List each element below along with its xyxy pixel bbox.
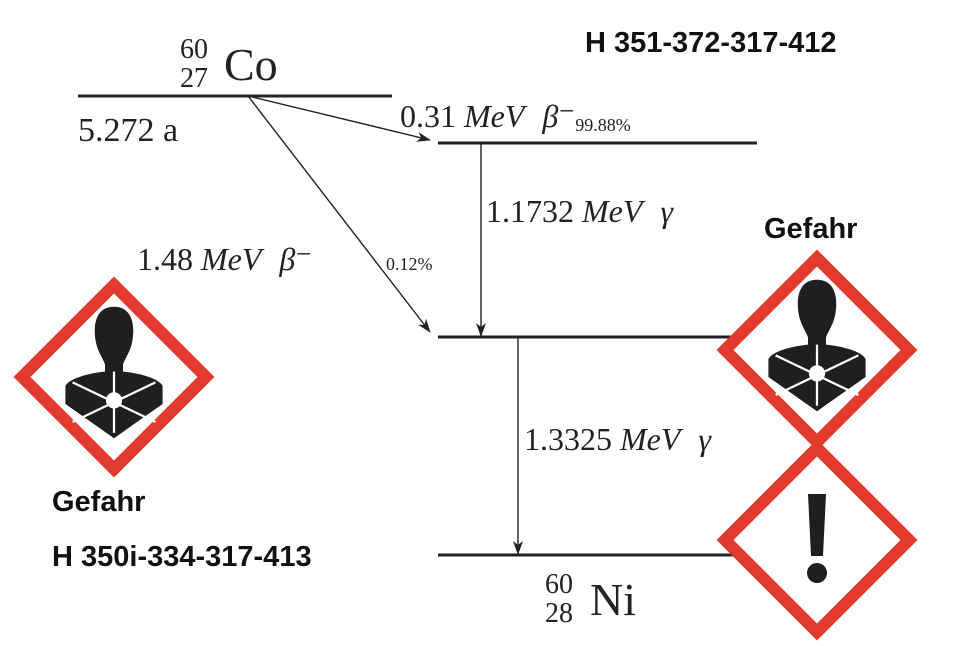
beta2-label: 1.48 MeV β⁻ (137, 241, 312, 277)
health-hazard-icon (22, 285, 206, 469)
co-mass-number: 60 (180, 34, 208, 65)
h-statements-left: H 350i-334-317-413 (52, 541, 312, 573)
ni-mass-number: 60 (545, 569, 573, 600)
gamma2-label: 1.3325 MeV γ (524, 421, 712, 457)
ni-symbol: Ni (590, 574, 636, 625)
beta-arrow-1.48 (247, 95, 431, 333)
h-statements-right: H 351-372-317-412 (585, 27, 837, 59)
signal-word-right: Gefahr (764, 213, 857, 245)
beta2-branch: 0.12% (386, 254, 433, 274)
health-hazard-icon (725, 258, 909, 442)
exclamation-mark-icon (725, 448, 909, 632)
co-symbol: Co (224, 39, 278, 90)
ni-atomic-number: 28 (545, 598, 573, 629)
beta1-label: 0.31 MeV β⁻99.88% (400, 98, 631, 135)
signal-word-left: Gefahr (52, 486, 145, 518)
half-life: 5.272 a (78, 112, 178, 149)
gamma1-label: 1.1732 MeV γ (486, 193, 674, 229)
beta-arrow-0.31 (247, 95, 431, 142)
co-atomic-number: 27 (180, 63, 208, 94)
